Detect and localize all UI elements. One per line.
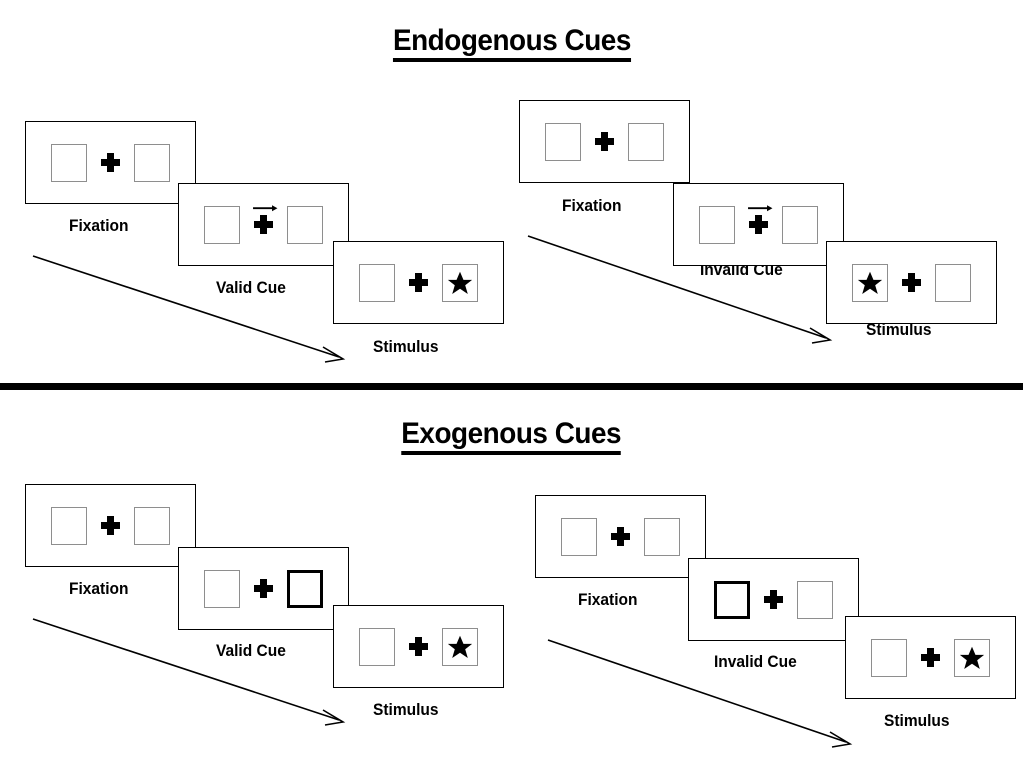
right-box bbox=[954, 638, 990, 677]
left-box-cued bbox=[714, 580, 750, 619]
plus-icon bbox=[595, 132, 614, 151]
left-box bbox=[204, 205, 240, 244]
right-box bbox=[134, 143, 170, 182]
center-slot bbox=[747, 204, 772, 244]
plus-icon bbox=[409, 637, 428, 656]
section-title-exogenous-text: Exogenous Cues bbox=[401, 418, 622, 455]
section-title-endogenous: Endogenous Cues bbox=[0, 24, 1023, 62]
panel-inner bbox=[51, 143, 170, 182]
stage-label-endogenous-invalid-fixation: Fixation bbox=[562, 197, 622, 215]
center-slot bbox=[101, 144, 120, 182]
stage-label-exogenous-invalid-fixation: Fixation bbox=[578, 591, 638, 609]
panel-endogenous-valid-fixation bbox=[25, 121, 196, 204]
plus-icon bbox=[764, 590, 783, 609]
right-box bbox=[134, 506, 170, 545]
center-slot bbox=[409, 264, 428, 302]
left-box bbox=[204, 569, 240, 608]
panel-endogenous-invalid-cue bbox=[673, 183, 844, 266]
left-box bbox=[545, 122, 581, 161]
panel-exogenous-invalid-fixation bbox=[535, 495, 706, 578]
panel-inner bbox=[204, 204, 323, 244]
panel-endogenous-valid-cue bbox=[178, 183, 349, 266]
stage-label-endogenous-valid-cue: Valid Cue bbox=[216, 279, 286, 297]
panel-inner bbox=[699, 204, 818, 244]
center-slot bbox=[252, 204, 277, 244]
stage-label-endogenous-invalid-stimulus: Stimulus bbox=[866, 321, 932, 339]
left-box bbox=[359, 263, 395, 302]
left-box bbox=[561, 517, 597, 556]
stage-label-exogenous-invalid-cue: Invalid Cue bbox=[714, 653, 797, 671]
panel-exogenous-valid-stimulus bbox=[333, 605, 504, 688]
right-box bbox=[442, 263, 478, 302]
time-arrow-icon-exogenous-invalid bbox=[547, 639, 853, 748]
section-title-endogenous-text: Endogenous Cues bbox=[392, 25, 631, 62]
right-box bbox=[442, 627, 478, 666]
plus-icon bbox=[101, 516, 120, 535]
stage-label-exogenous-valid-cue: Valid Cue bbox=[216, 642, 286, 660]
panel-inner bbox=[545, 122, 664, 161]
panel-inner bbox=[51, 506, 170, 545]
panel-inner bbox=[871, 638, 990, 677]
panel-inner bbox=[204, 569, 323, 608]
star-icon bbox=[857, 271, 883, 294]
center-slot bbox=[595, 123, 614, 161]
center-slot bbox=[101, 507, 120, 545]
section-divider bbox=[0, 383, 1023, 390]
stage-label-exogenous-valid-fixation: Fixation bbox=[69, 580, 129, 598]
stage-label-exogenous-valid-stimulus: Stimulus bbox=[373, 701, 439, 719]
plus-icon bbox=[254, 579, 273, 598]
time-arrow-icon-endogenous-valid bbox=[32, 255, 346, 363]
panel-inner bbox=[714, 580, 833, 619]
star-icon bbox=[447, 635, 473, 658]
center-slot bbox=[409, 628, 428, 666]
left-box bbox=[51, 143, 87, 182]
panel-inner bbox=[561, 517, 680, 556]
center-slot bbox=[902, 264, 921, 302]
plus-icon bbox=[611, 527, 630, 546]
panel-endogenous-invalid-fixation bbox=[519, 100, 690, 183]
center-slot bbox=[611, 518, 630, 556]
panel-inner bbox=[359, 627, 478, 666]
panel-endogenous-invalid-stimulus bbox=[826, 241, 997, 324]
plus-icon bbox=[902, 273, 921, 292]
panel-inner bbox=[359, 263, 478, 302]
plus-icon bbox=[409, 273, 428, 292]
left-box bbox=[852, 263, 888, 302]
right-box bbox=[287, 205, 323, 244]
left-box bbox=[699, 205, 735, 244]
left-box bbox=[51, 506, 87, 545]
star-icon bbox=[959, 646, 985, 669]
plus-icon bbox=[749, 215, 768, 234]
center-slot bbox=[254, 570, 273, 608]
center-slot bbox=[764, 581, 783, 619]
stage-label-exogenous-invalid-stimulus: Stimulus bbox=[884, 712, 950, 730]
stage-label-endogenous-valid-stimulus: Stimulus bbox=[373, 338, 439, 356]
stage-label-endogenous-valid-fixation: Fixation bbox=[69, 217, 129, 235]
right-box bbox=[935, 263, 971, 302]
left-box bbox=[871, 638, 907, 677]
panel-endogenous-valid-stimulus bbox=[333, 241, 504, 324]
plus-icon bbox=[254, 215, 273, 234]
panel-inner bbox=[852, 263, 971, 302]
plus-icon bbox=[921, 648, 940, 667]
panel-exogenous-valid-cue bbox=[178, 547, 349, 630]
right-box bbox=[628, 122, 664, 161]
panel-exogenous-invalid-stimulus bbox=[845, 616, 1016, 699]
star-icon bbox=[447, 271, 473, 294]
panel-exogenous-invalid-cue bbox=[688, 558, 859, 641]
center-slot bbox=[921, 639, 940, 677]
arrow-right-icon bbox=[252, 204, 277, 211]
right-box bbox=[782, 205, 818, 244]
right-box bbox=[797, 580, 833, 619]
right-box bbox=[644, 517, 680, 556]
left-box bbox=[359, 627, 395, 666]
arrow-right-icon bbox=[747, 204, 772, 211]
section-title-exogenous: Exogenous Cues bbox=[0, 417, 1023, 455]
right-box-cued bbox=[287, 569, 323, 608]
plus-icon bbox=[101, 153, 120, 172]
panel-exogenous-valid-fixation bbox=[25, 484, 196, 567]
